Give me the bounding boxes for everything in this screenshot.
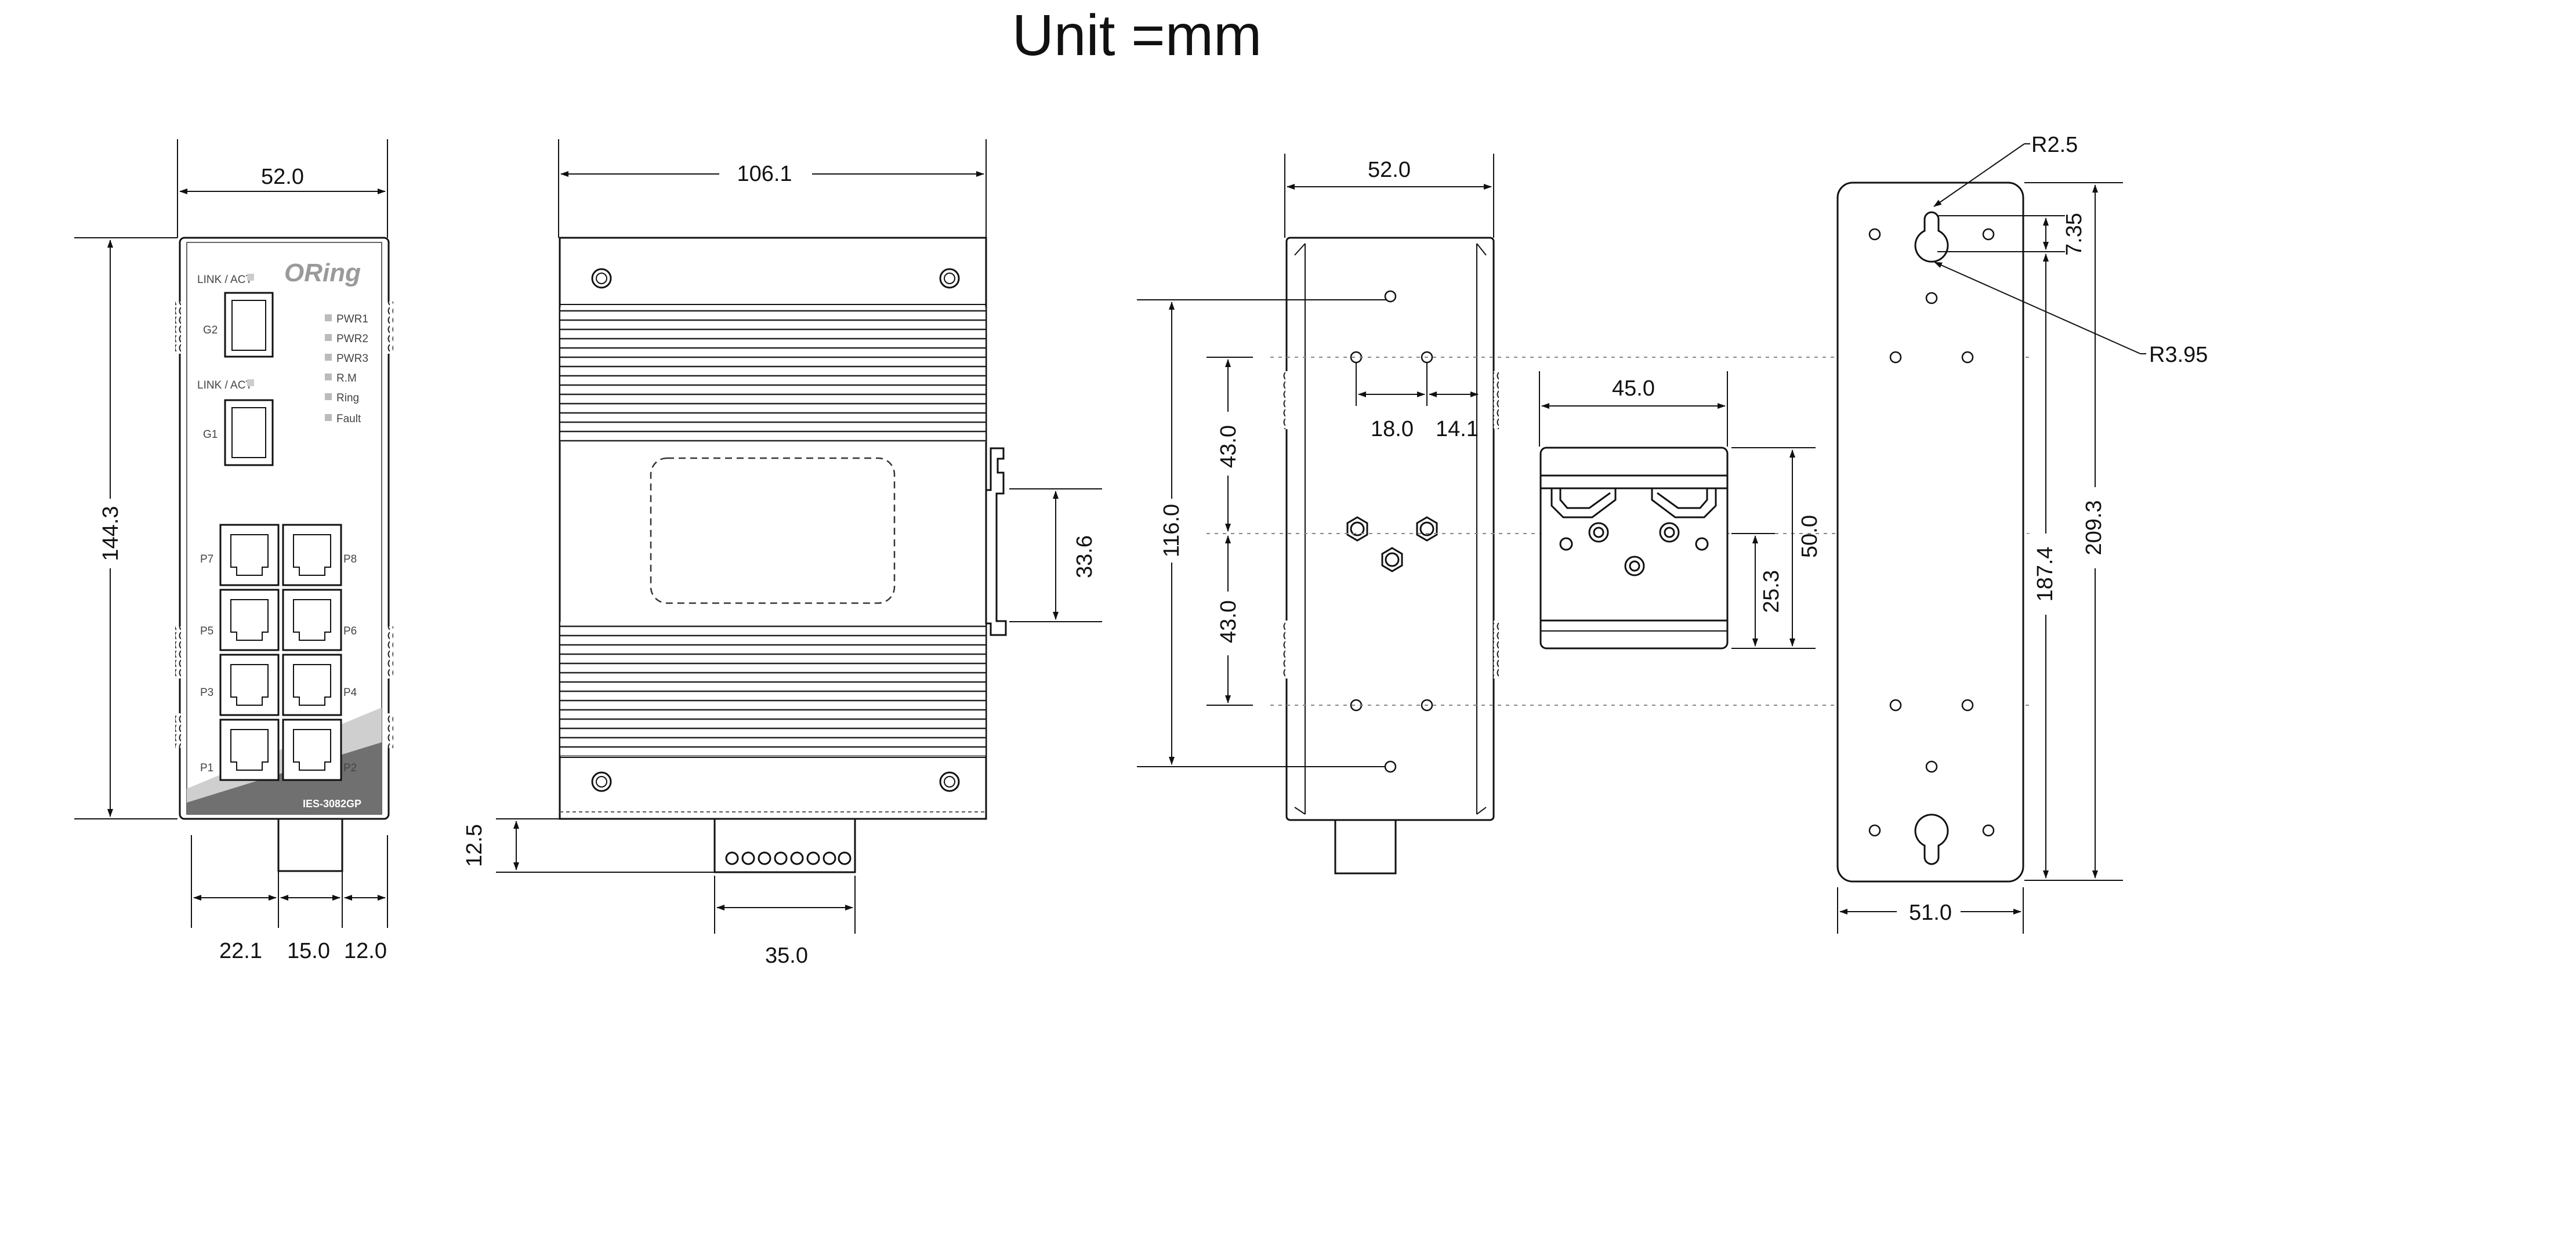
link-act-label: LINK / ACT [197,379,252,391]
keyhole-bottom [1914,814,1949,865]
terminal-screws [725,851,852,865]
rear-upper-label: 43.0 [1216,425,1241,468]
led-pwr3: PWR3 [336,353,368,365]
rj45-port [282,719,342,781]
hole-span-label: 187.4 [2033,546,2057,601]
din-width-label: 45.0 [1612,376,1655,401]
r-large-leader [1934,262,2141,354]
side-terminal-block [713,818,856,873]
r-small-leader [1933,143,2025,207]
front-height-label: 144.3 [99,506,123,561]
sfp-label-g2: G2 [203,324,218,336]
wall-plate-holes [1868,228,1995,837]
keyhole-top [1914,211,1949,263]
side-label-area [650,457,896,604]
r-large-label: R3.95 [2149,343,2208,367]
port-label-p5: P5 [200,625,213,637]
led-fault: Fault [336,413,361,425]
side-view: 106.1 33.6 [462,139,1102,968]
hole-dx1-label: 18.0 [1371,417,1414,441]
led-ring: Ring [336,392,359,404]
sfp-port-g1 [224,399,274,466]
rj45-port [219,524,280,586]
unit-title: Unit =mm [1012,3,1262,68]
port-label-p2: P2 [343,762,357,774]
side-din-clip [985,447,1007,636]
model-label: IES-3082GP [303,798,361,810]
terminal-offset-label: 12.5 [462,824,487,867]
rj45-port-grid [219,524,342,781]
front-bottom-label-3: 12.0 [344,939,387,963]
rj45-port [282,654,342,716]
link-act-label: LINK / ACT [197,274,252,286]
port-label-p3: P3 [200,687,213,699]
plate-width-label: 51.0 [1909,901,1952,925]
lower-heat-fins [560,622,986,756]
plate-height-label: 209.3 [2082,500,2106,555]
rj45-port [282,524,342,586]
upper-heat-fins [560,307,986,442]
clip-height-label: 33.6 [1073,535,1097,578]
rj45-port [219,654,280,716]
rear-view: 52.0 18.0 14. [1137,154,1499,875]
din-clip-holes [1559,522,1709,576]
led-list: PWR1 PWR2 PWR3 R.M Ring Fault [325,313,368,425]
wall-plate-body [1836,182,2024,883]
side-width-label: 106.1 [737,162,792,186]
rj45-port [282,589,342,651]
rj45-port [219,719,280,781]
wall-plate-view: R2.5 R3.95 7.35 187.4 209.3 51.0 [1836,133,2208,934]
terminal-width-label: 35.0 [765,944,808,968]
front-width-label: 52.0 [261,165,304,189]
led-pwr2: PWR2 [336,333,368,345]
rear-lower-label: 43.0 [1216,600,1241,643]
front-bottom-label-1: 22.1 [219,939,262,963]
led-pwr1: PWR1 [336,313,368,325]
rj45-port [219,589,280,651]
rear-total-height-label: 116.0 [1160,504,1184,557]
din-clip-view: 45.0 50.0 25.3 [1539,371,1822,650]
front-terminal-block [277,818,343,872]
rear-body [1285,237,1495,821]
hole-dx2-label: 14.1 [1436,417,1479,441]
port-label-p8: P8 [343,553,357,565]
front-view: 52.0 144.3 ORing LINK / ACT G2 LINK / AC… [74,139,393,963]
din-height-label: 50.0 [1798,515,1822,558]
slot-label: 7.35 [2062,213,2086,256]
din-clip-body [1539,447,1729,650]
port-label-p7: P7 [200,553,213,565]
front-bottom-label-2: 15.0 [287,939,330,963]
din-hole-height-label: 25.3 [1759,570,1784,613]
sfp-label-g1: G1 [203,429,218,441]
rear-terminal-block [1334,819,1397,875]
sfp-port-g2 [224,292,274,358]
rear-hex-bolts [1346,516,1438,572]
led-rm: R.M [336,372,357,384]
port-label-p4: P4 [343,687,357,699]
port-label-p6: P6 [343,625,357,637]
rear-width-label: 52.0 [1368,158,1411,182]
port-label-p1: P1 [200,762,213,774]
oring-logo: ORing [284,259,361,287]
r-small-label: R2.5 [2031,133,2078,157]
